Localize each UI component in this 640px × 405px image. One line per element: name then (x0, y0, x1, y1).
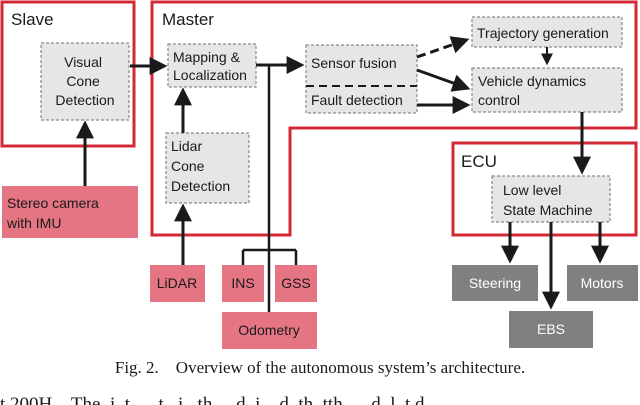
odometry-sensor (222, 312, 317, 349)
gss-sensor-label: GSS (281, 275, 311, 291)
vehicle-dynamics-control-box (471, 67, 623, 113)
stereo-camera-sensor (2, 186, 138, 238)
low-level-state-machine-label: Low level State Machine (503, 182, 593, 218)
odometry-sensor-label: Odometry (238, 322, 299, 338)
fault-detection-label: Fault detection (311, 92, 403, 108)
ecu-region (451, 141, 638, 237)
ins-sensor-label: INS (231, 275, 254, 291)
sensor-fusion-box (305, 44, 418, 114)
ebs-actuator (509, 311, 593, 348)
master-region (150, 0, 638, 237)
lidar-cone-detection-box (165, 132, 250, 204)
visual-cone-detection-box (40, 42, 130, 121)
master-region-title: Master (162, 10, 214, 29)
lidar-cone-detection-label: Lidar Cone Detection (171, 138, 230, 194)
slave-region (0, 0, 136, 148)
ins-sensor (222, 265, 264, 302)
gss-sensor (275, 265, 317, 302)
arrow-fusion-to-trajectory (416, 36, 470, 59)
mapping-localization-label: Mapping & Localization (173, 49, 247, 83)
visual-cone-detection-label: Visual Cone Detection (55, 54, 114, 108)
low-level-state-machine-box (491, 175, 611, 223)
motors-actuator-label: Motors (581, 275, 624, 291)
motors-actuator (567, 265, 638, 301)
ecu-region-title: ECU (461, 152, 497, 171)
figure-caption: Fig. 2. Overview of the autonomous syste… (115, 358, 525, 377)
cut-off-body-text: t 200H The i t t i th d i d th tth d l t… (0, 394, 425, 405)
trajectory-generation-label: Trajectory generation (477, 25, 609, 41)
steering-actuator-label: Steering (469, 275, 521, 291)
stereo-camera-label: Stereo camera with IMU (6, 195, 103, 231)
steering-actuator (452, 265, 538, 301)
sensor-fusion-label: Sensor fusion (311, 55, 397, 71)
lidar-sensor (150, 265, 205, 302)
lidar-sensor-label: LiDAR (157, 275, 197, 291)
vehicle-dynamics-control-label: Vehicle dynamics control (478, 73, 590, 108)
trajectory-generation-box (471, 16, 623, 48)
ebs-actuator-label: EBS (537, 321, 565, 337)
slave-region-title: Slave (11, 10, 54, 29)
arrow-fusion-to-control (416, 68, 471, 92)
mapping-localization-box (167, 43, 257, 88)
